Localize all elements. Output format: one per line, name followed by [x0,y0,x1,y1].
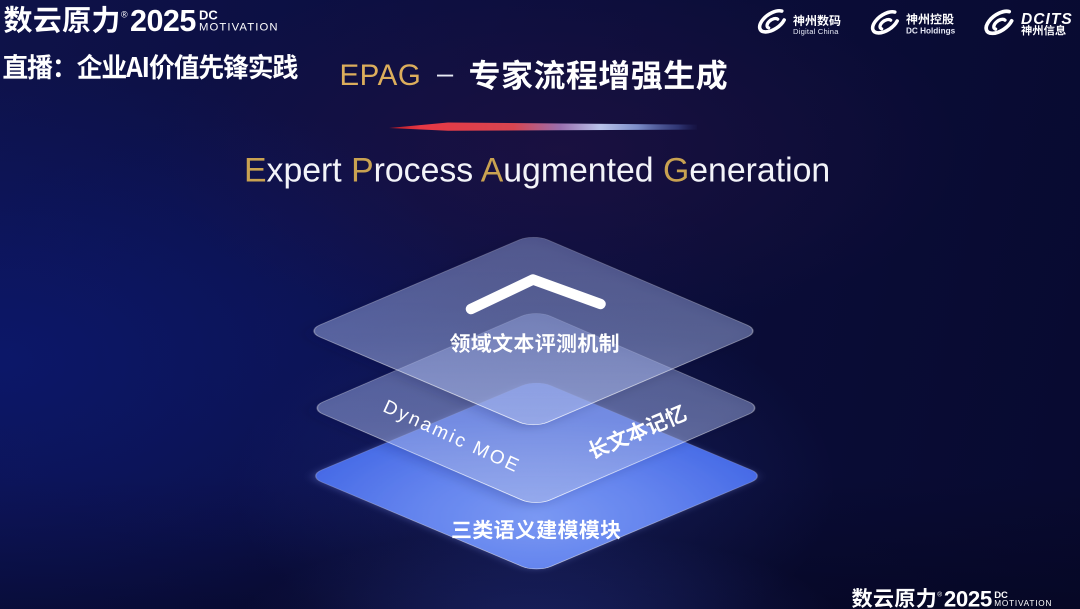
svg-text:DC Holdings: DC Holdings [906,27,956,36]
svg-text:EPAG: EPAG [340,59,422,92]
svg-text:Digital China: Digital China [793,27,839,36]
svg-text:Expert Process Augmented Gener: Expert Process Augmented Generation [244,152,830,190]
svg-text:–: – [437,58,454,90]
svg-text:DCITS: DCITS [1021,11,1073,28]
